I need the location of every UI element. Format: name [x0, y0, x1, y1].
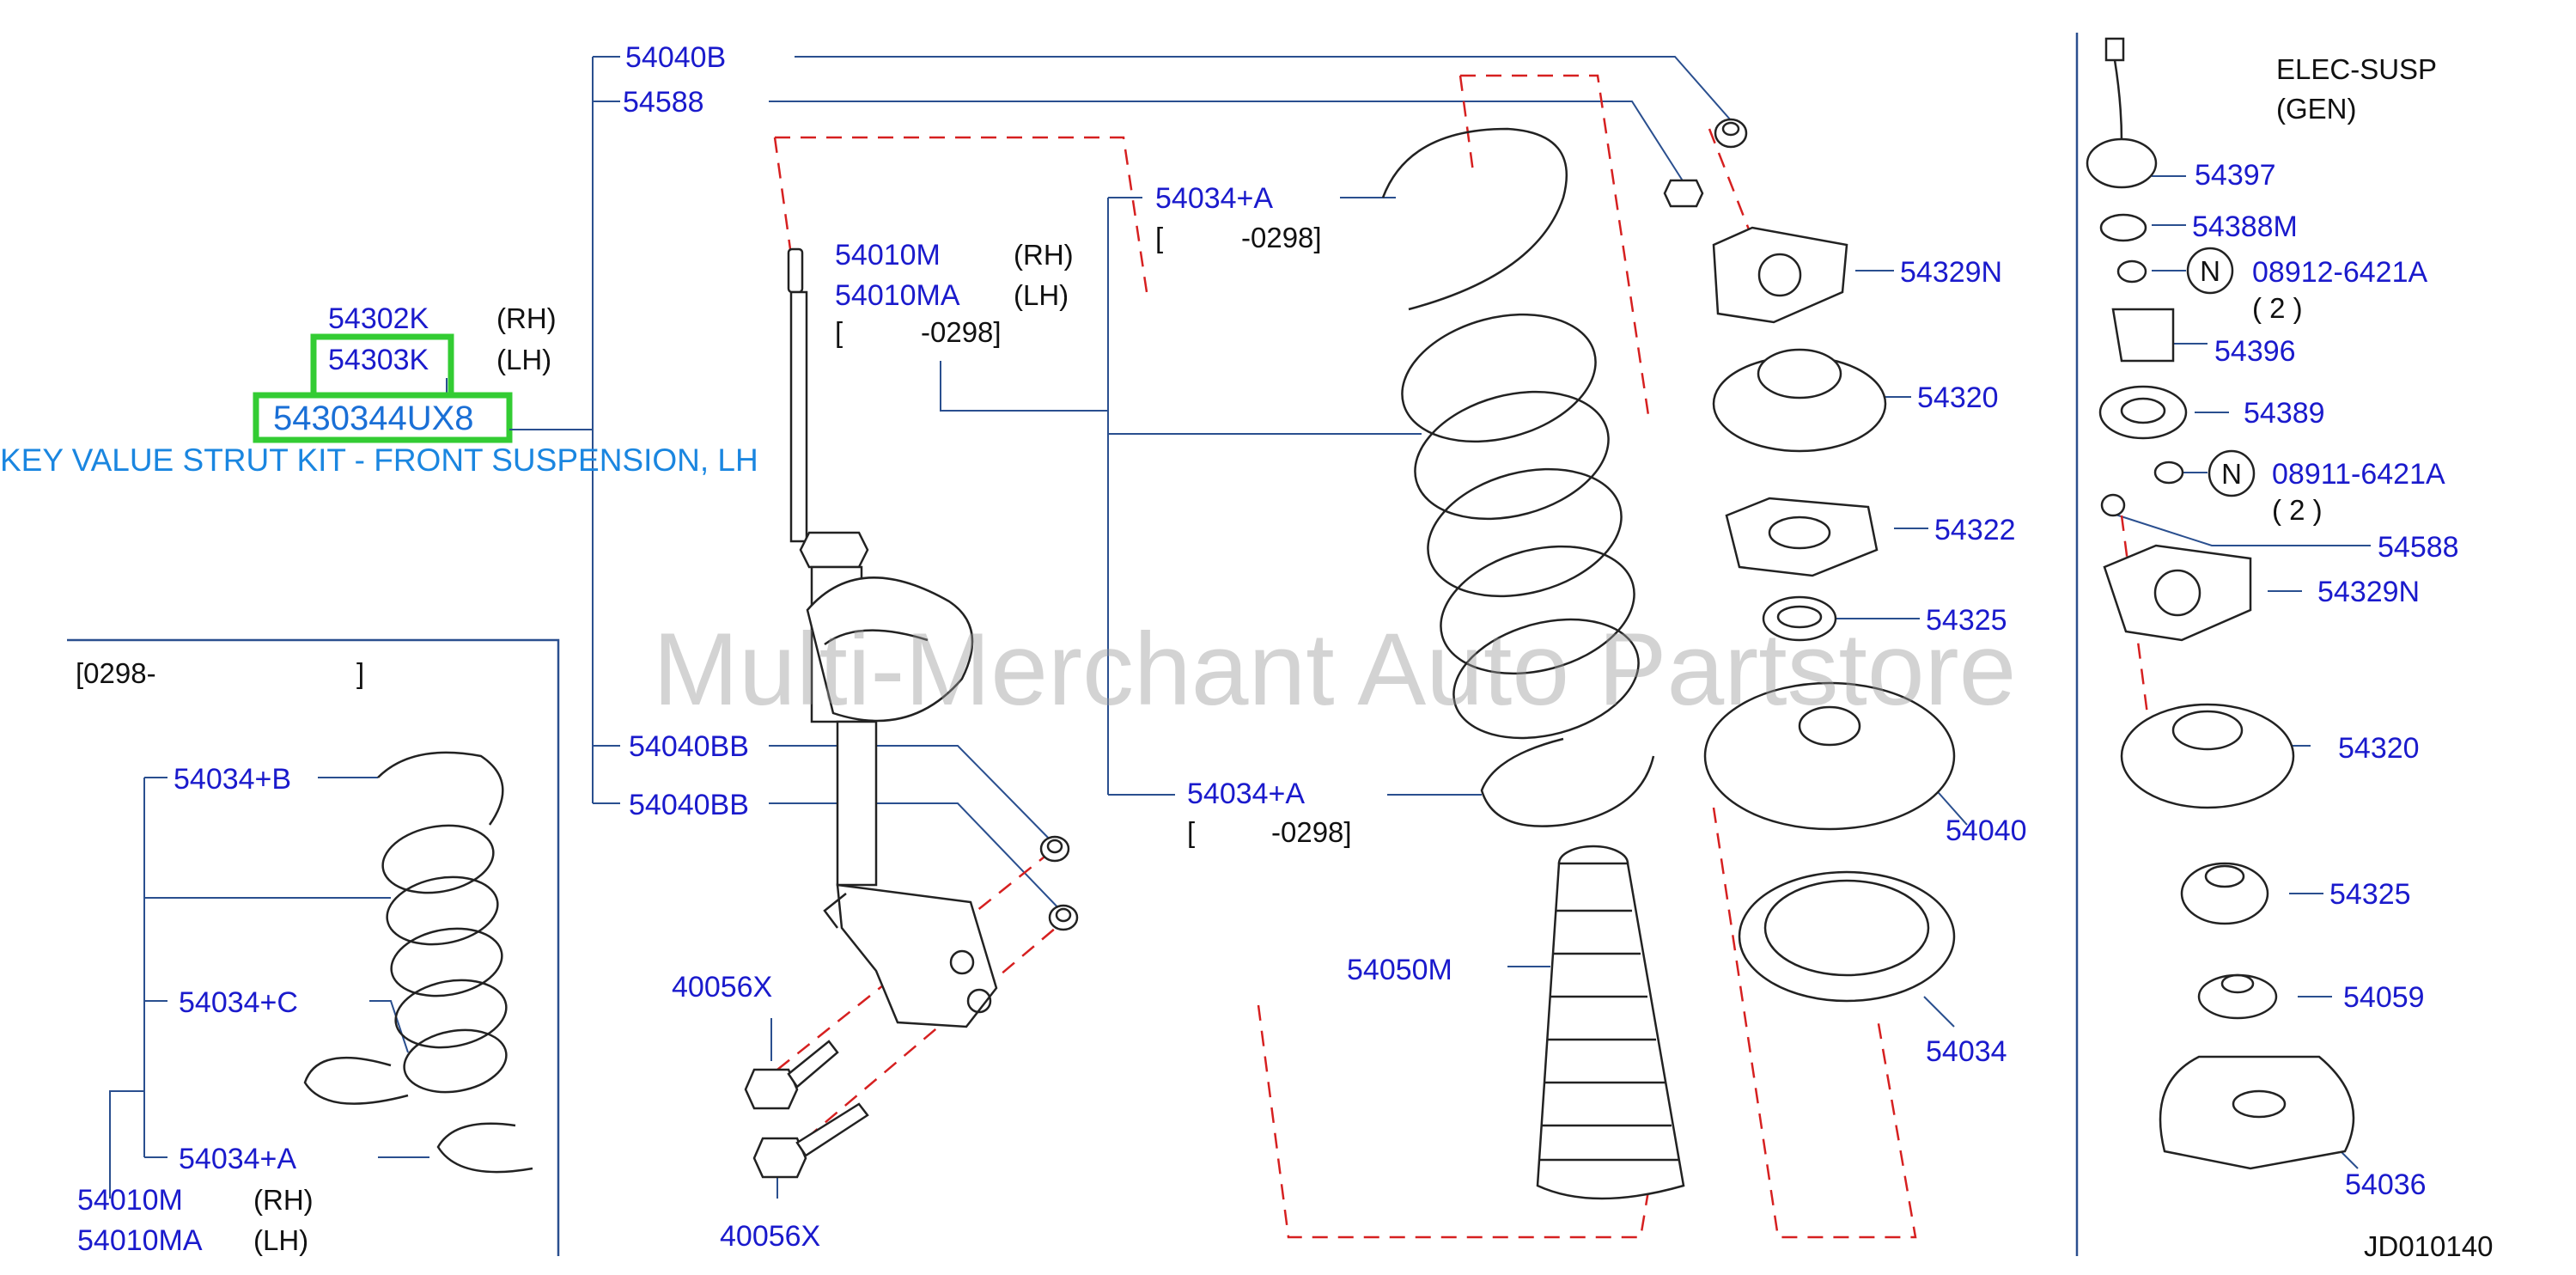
watermark: Multi-Merchant Auto Partstore [653, 612, 2016, 727]
callout-54010-range-open: [ [835, 316, 843, 348]
callout-54010-range: -0298] [921, 316, 1002, 348]
inset-header-open: [0298- [76, 657, 156, 689]
section-header-line1: ELEC-SUSP [2276, 53, 2437, 85]
callout-54050m[interactable]: 54050M [1347, 954, 1452, 986]
callout-inset-54010ma[interactable]: 54010MA [77, 1224, 203, 1257]
n-badge-2: N [2208, 449, 2256, 497]
section-header-line2: (GEN) [2276, 93, 2357, 125]
callout-08912-qty: ( 2 ) [2252, 292, 2303, 324]
n-badge-1: N [2186, 247, 2234, 295]
callout-54040bb-2[interactable]: 54040BB [629, 789, 749, 821]
callout-inset-54010ma-side: (LH) [253, 1224, 308, 1256]
callout-54034a-top-range: -0298] [1241, 222, 1322, 253]
callout-54040b[interactable]: 54040B [625, 41, 726, 74]
callout-40056x-1[interactable]: 40056X [672, 971, 772, 1004]
callout-54034a-top[interactable]: 54034+A [1155, 182, 1273, 215]
callout-54389[interactable]: 54389 [2244, 397, 2325, 430]
callout-54588-right[interactable]: 54588 [2378, 531, 2459, 564]
callout-54329n-right[interactable]: 54329N [2317, 576, 2420, 608]
callout-54320-right[interactable]: 54320 [2338, 732, 2420, 765]
callout-54010m-side: (RH) [1014, 239, 1074, 271]
callout-54588-top[interactable]: 54588 [623, 86, 704, 119]
callout-54034a-mid-range-open: [ [1187, 816, 1195, 848]
n-badge-1-text: N [2200, 255, 2220, 287]
callout-54302k[interactable]: 54302K [328, 302, 429, 335]
callout-40056x-2[interactable]: 40056X [720, 1220, 820, 1253]
callout-54034[interactable]: 54034 [1926, 1035, 2007, 1068]
leader-lines [109, 56, 2371, 1199]
callout-inset-54034a[interactable]: 54034+A [179, 1143, 296, 1175]
callout-54320[interactable]: 54320 [1917, 381, 1999, 414]
callout-08911-6421a[interactable]: 08911-6421A [2272, 458, 2445, 491]
callout-54010ma-side: (LH) [1014, 279, 1069, 311]
dust-boot [1536, 845, 1685, 1200]
callout-54010m[interactable]: 54010M [835, 239, 941, 271]
callout-54388m[interactable]: 54388M [2192, 210, 2298, 243]
coil-spring [1381, 127, 1655, 827]
inset-frame [67, 638, 560, 1256]
exploded-view-dashes [773, 74, 2153, 1239]
callout-54322[interactable]: 54322 [1934, 514, 2016, 546]
callout-54010ma[interactable]: 54010MA [835, 279, 960, 312]
callout-54059[interactable]: 54059 [2343, 981, 2425, 1014]
callout-54303k[interactable]: 54303K [328, 344, 429, 376]
fasteners [744, 118, 1748, 1179]
callout-54040[interactable]: 54040 [1946, 814, 2027, 847]
callout-54302k-side: (RH) [496, 302, 557, 334]
callout-inset-54034c[interactable]: 54034+C [179, 986, 298, 1019]
callout-54036[interactable]: 54036 [2345, 1168, 2427, 1201]
n-badge-2-text: N [2221, 458, 2242, 490]
callout-54397[interactable]: 54397 [2195, 159, 2276, 192]
diagram-code: JD010140 [2364, 1230, 2493, 1262]
callout-54396[interactable]: 54396 [2214, 335, 2296, 368]
callout-08912-6421a[interactable]: 08912-6421A [2252, 256, 2428, 289]
callout-54034a-mid-range: -0298] [1271, 816, 1352, 848]
highlight-part-number[interactable]: 5430344UX8 [273, 400, 474, 437]
highlight-description: KEY VALUE STRUT KIT - FRONT SUSPENSION, … [0, 442, 758, 478]
callout-54040bb-1[interactable]: 54040BB [629, 730, 749, 763]
callout-54325-right[interactable]: 54325 [2329, 878, 2411, 911]
callout-54329n[interactable]: 54329N [1900, 256, 2002, 289]
strut-assembly [787, 247, 998, 1028]
callout-inset-54010m-side: (RH) [253, 1184, 314, 1216]
callout-labels: 54040B 54588 54302K (RH) 54303K (LH) 540… [76, 41, 2493, 1262]
callout-08911-qty: ( 2 ) [2272, 494, 2323, 526]
inset-spring [303, 751, 533, 1174]
callout-54034a-mid[interactable]: 54034+A [1187, 778, 1305, 810]
callout-54303k-side: (LH) [496, 344, 551, 375]
callout-inset-54034b[interactable]: 54034+B [174, 763, 291, 796]
highlight-box-selected-part[interactable] [253, 392, 513, 443]
callout-inset-54010m[interactable]: 54010M [77, 1184, 183, 1217]
inset-header-close: ] [356, 657, 364, 689]
mount-stack [1703, 226, 1956, 1003]
callout-54034a-top-range-open: [ [1155, 222, 1163, 253]
elec-susp-parts [2086, 37, 2355, 1170]
callout-54325[interactable]: 54325 [1926, 604, 2007, 637]
